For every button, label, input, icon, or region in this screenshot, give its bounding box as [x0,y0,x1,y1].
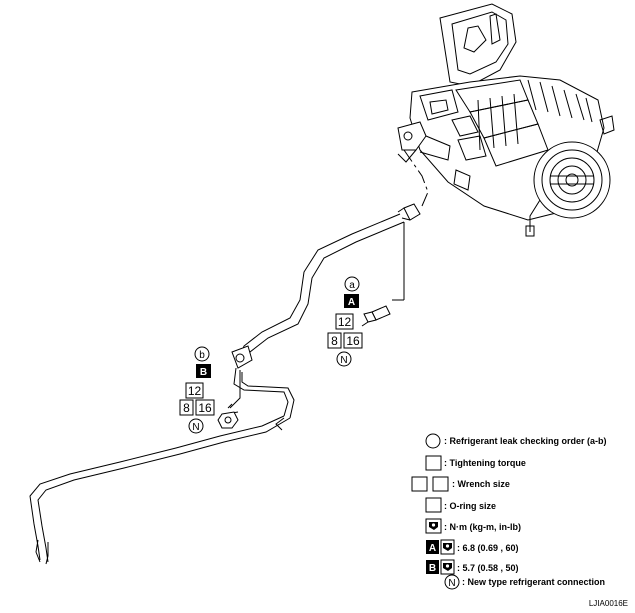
legend-leak-order: : Refrigerant leak checking order (a-b) [444,436,607,446]
callout-a-oring-2: 16 [346,334,360,348]
legend-n-letter: N [448,578,455,589]
callout-a-order: a [349,280,355,291]
heater-blower-unit [397,3,615,237]
legend-a-letter: A [429,543,436,554]
callout-a: a A 12 8 16 N [327,276,363,367]
callout-b-wrench: 12 [188,384,202,398]
figure-code: LJIA0016E [589,599,628,608]
callout-a-wrench: 12 [338,315,352,329]
nut-b [217,411,239,429]
torque-wrench-icon [425,518,442,534]
torque-wrench-icon [440,539,455,555]
callout-b-new-type: N [192,422,199,433]
legend-b-letter: B [429,563,436,574]
connection-leader-line [403,149,429,207]
torque-wrench-icon [440,559,455,575]
callout-a-new-type: N [340,355,347,366]
callout-b-order: b [199,350,205,361]
bolt-a [361,305,391,327]
callout-b-oring-1: 8 [183,401,190,415]
legend-oring: : O-ring size [444,501,496,511]
callout-b-leader [229,370,241,409]
callout-b: b B 12 8 16 N [179,346,215,434]
legend-a-value: : 6.8 (0.69 , 60) [457,543,519,553]
legend: : Refrigerant leak checking order (a-b) … [411,433,607,590]
callout-a-torque-ref: A [348,297,355,308]
legend-wrench: : Wrench size [452,479,510,489]
legend-unit: : N·m (kg-m, in-lb) [444,522,521,532]
legend-torque: : Tightening torque [444,458,526,468]
callout-b-torque-ref: B [200,367,207,378]
refrigerant-pipe [29,203,421,565]
legend-b-value: : 5.7 (0.58 , 50) [457,563,519,573]
legend-n-text: : New type refrigerant connection [462,577,605,587]
callout-b-oring-2: 16 [198,401,212,415]
callout-a-oring-1: 8 [331,334,338,348]
